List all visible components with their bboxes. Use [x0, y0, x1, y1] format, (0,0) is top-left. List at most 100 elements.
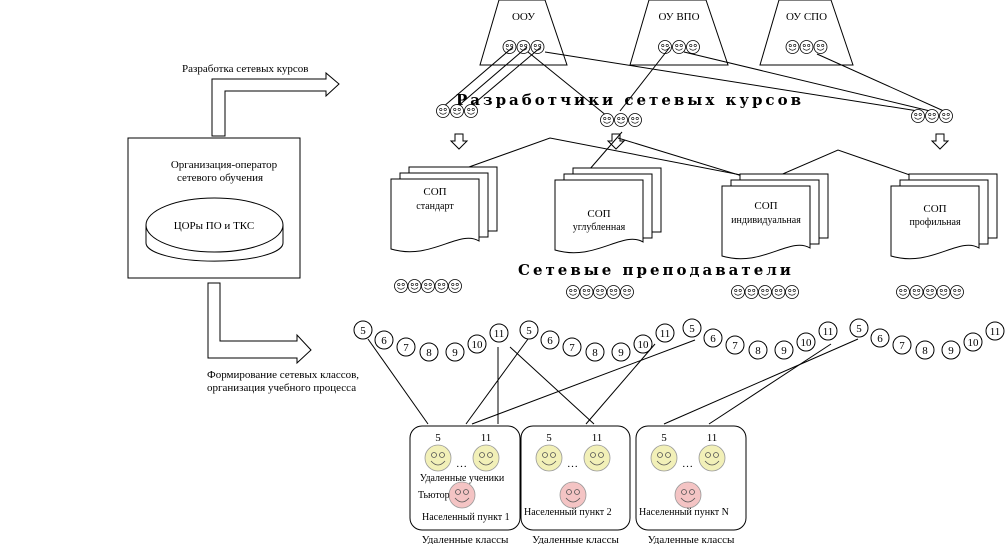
grade-label: 5	[856, 323, 862, 335]
grade-label: 10	[968, 337, 980, 349]
teacher-face-icon	[579, 285, 594, 299]
down-arrow-icon	[606, 133, 626, 150]
down-arrow-icon	[449, 133, 469, 150]
teacher-face-icon	[448, 279, 462, 293]
grade-circle: 5	[682, 318, 702, 338]
grade-circle: 8	[419, 342, 439, 362]
student-face-icon	[698, 444, 726, 472]
developer-group-0	[436, 104, 478, 118]
staff-face-icon	[530, 40, 545, 54]
tutor-face-icon	[559, 481, 587, 509]
operator-title-line1: Организация-оператор	[171, 159, 278, 171]
student-face-icon	[535, 444, 563, 472]
developers-heading: Разработчики сетевых курсов	[456, 91, 804, 109]
grade-circle: 7	[562, 337, 582, 357]
students-label: Удаленные ученики	[420, 473, 505, 484]
teacher-face-icon	[731, 285, 745, 299]
developer-face-icon	[600, 113, 614, 127]
grade-to: 11	[592, 432, 603, 444]
institution-label: ОУ СПО	[786, 11, 827, 23]
developer-group-2	[911, 109, 953, 123]
grade-circle: 8	[585, 342, 605, 362]
staff-face-icon	[785, 40, 800, 54]
institution-0: ООУ	[479, 0, 568, 66]
place-label: Населенный пункт 2	[524, 507, 612, 518]
grade-label: 9	[452, 347, 458, 359]
grade-circle: 9	[611, 342, 631, 362]
grade-circle: 9	[774, 340, 794, 360]
course-title: СОП	[923, 203, 946, 215]
staff-face-icon	[516, 40, 531, 54]
staff-face-icon	[799, 40, 814, 54]
grade-label: 8	[922, 345, 928, 357]
form-classes-label-line2: организация учебного процесса	[207, 382, 356, 394]
grade-circle: 5	[353, 320, 373, 340]
grade-from: 5	[661, 432, 667, 444]
grade-circle: 11	[818, 321, 838, 341]
grade-label: 7	[569, 342, 575, 354]
grade-label: 9	[781, 345, 787, 357]
remote-class-2: 5 11... Населенный пункт N Удаленные классы	[635, 425, 747, 544]
teacher-face-icon	[434, 279, 449, 293]
grade-label: 11	[990, 326, 1001, 338]
grade-circle: 10	[633, 334, 653, 354]
grade-label: 7	[732, 340, 738, 352]
course-subtitle: профильная	[909, 217, 961, 228]
tutor-face-icon	[448, 481, 476, 509]
grade-label: 5	[689, 323, 695, 335]
class-caption: Удаленные классы	[648, 534, 735, 544]
operator-box: Организация-оператор сетевого обучения Ц…	[127, 137, 301, 279]
grade-to: 11	[481, 432, 492, 444]
ellipsis: ...	[456, 458, 467, 470]
teacher-face-icon	[606, 285, 621, 299]
grade-label: 11	[494, 328, 505, 340]
grade-circle: 9	[941, 340, 961, 360]
teacher-face-icon	[407, 279, 422, 293]
grade-circle: 6	[540, 330, 560, 350]
developer-group-1	[600, 113, 642, 127]
class-caption: Удаленные классы	[422, 534, 509, 544]
course-subtitle: углубленная	[573, 222, 626, 233]
grade-circle: 11	[655, 323, 675, 343]
developer-connection-lines	[442, 46, 947, 117]
ellipsis: ...	[682, 458, 693, 470]
student-face-icon	[650, 444, 678, 472]
grade-circle: 9	[445, 342, 465, 362]
course-title: СОП	[754, 200, 777, 212]
teacher-group-1	[566, 285, 634, 299]
develop-courses-label: Разработка сетевых курсов	[182, 63, 308, 75]
teachers-heading: Сетевые преподаватели	[518, 261, 794, 279]
place-label: Населенный пункт N	[639, 507, 729, 518]
database-label: ЦОРы ПО и ТКС	[174, 220, 254, 232]
teacher-face-icon	[566, 285, 580, 299]
grade-label: 7	[403, 342, 409, 354]
grade-label: 11	[660, 328, 671, 340]
tutor-label: Тьютор	[418, 490, 450, 501]
course-title: СОП	[423, 186, 446, 198]
grade-label: 8	[755, 345, 761, 357]
course-connection-lines	[454, 131, 931, 187]
grade-to: 11	[707, 432, 718, 444]
developer-face-icon	[450, 104, 464, 118]
grade-circle: 5	[849, 318, 869, 338]
grade-circle: 5	[519, 320, 539, 340]
course-document-stack: СОП профильная	[890, 173, 998, 260]
grade-circle: 7	[725, 335, 745, 355]
operator-title-line2: сетевого обучения	[177, 172, 263, 184]
grade-circle: 10	[467, 334, 487, 354]
tutor-face-icon	[674, 481, 702, 509]
teacher-group-3	[896, 285, 964, 299]
teacher-face-icon	[950, 285, 964, 299]
form-classes-arrow: Формирование сетевых классов, организаци…	[207, 282, 359, 394]
course-subtitle: индивидуальная	[731, 215, 801, 226]
grade-circle: 10	[796, 332, 816, 352]
grade-circle: 8	[748, 340, 768, 360]
grade-label: 10	[472, 339, 484, 351]
teacher-group-0	[394, 279, 462, 293]
teacher-group-2	[731, 285, 799, 299]
